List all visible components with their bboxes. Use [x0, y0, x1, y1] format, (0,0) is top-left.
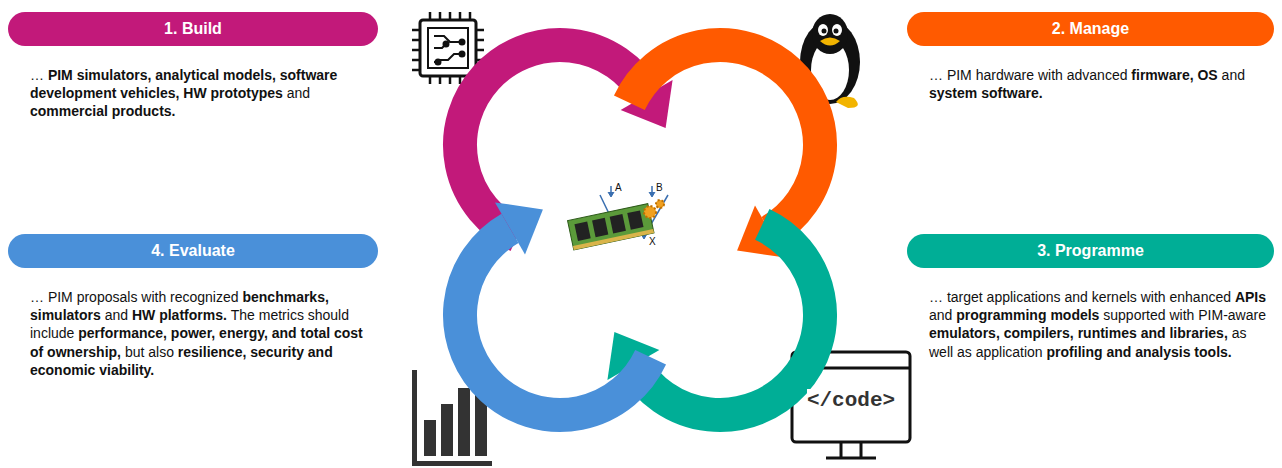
cycle-arc	[460, 45, 647, 236]
step-block: 2. Manage … PIM hardware with advanced fi…	[907, 12, 1274, 102]
step-heading: 2. Manage	[907, 12, 1274, 46]
step-heading: 4. Evaluate	[8, 234, 378, 268]
step-block: 4. Evaluate … PIM proposals with recogniz…	[8, 234, 378, 379]
step-block: 1. Build … PIM simulators, analytical mod…	[8, 12, 378, 121]
cycle-arc	[460, 228, 651, 415]
step-description: … target applications and kernels with e…	[907, 288, 1274, 361]
cycle-arc	[633, 224, 820, 415]
cycle-arrowhead	[495, 202, 543, 254]
step-description: … PIM proposals with recognized benchmar…	[8, 288, 378, 379]
cycle-arc	[629, 45, 820, 232]
step-heading: 3. Programme	[907, 234, 1274, 268]
input-label: B	[656, 182, 663, 193]
input-label: A	[615, 182, 622, 193]
step-block: 3. Programme … target applications and ke…	[907, 234, 1274, 361]
output-label: X	[649, 236, 656, 247]
step-heading: 1. Build	[8, 12, 378, 46]
memory-module	[568, 186, 668, 250]
step-description: … PIM hardware with advanced firmware, O…	[907, 66, 1274, 102]
step-description: … PIM simulators, analytical models, sof…	[8, 66, 378, 121]
code-text: </code>	[807, 389, 895, 412]
